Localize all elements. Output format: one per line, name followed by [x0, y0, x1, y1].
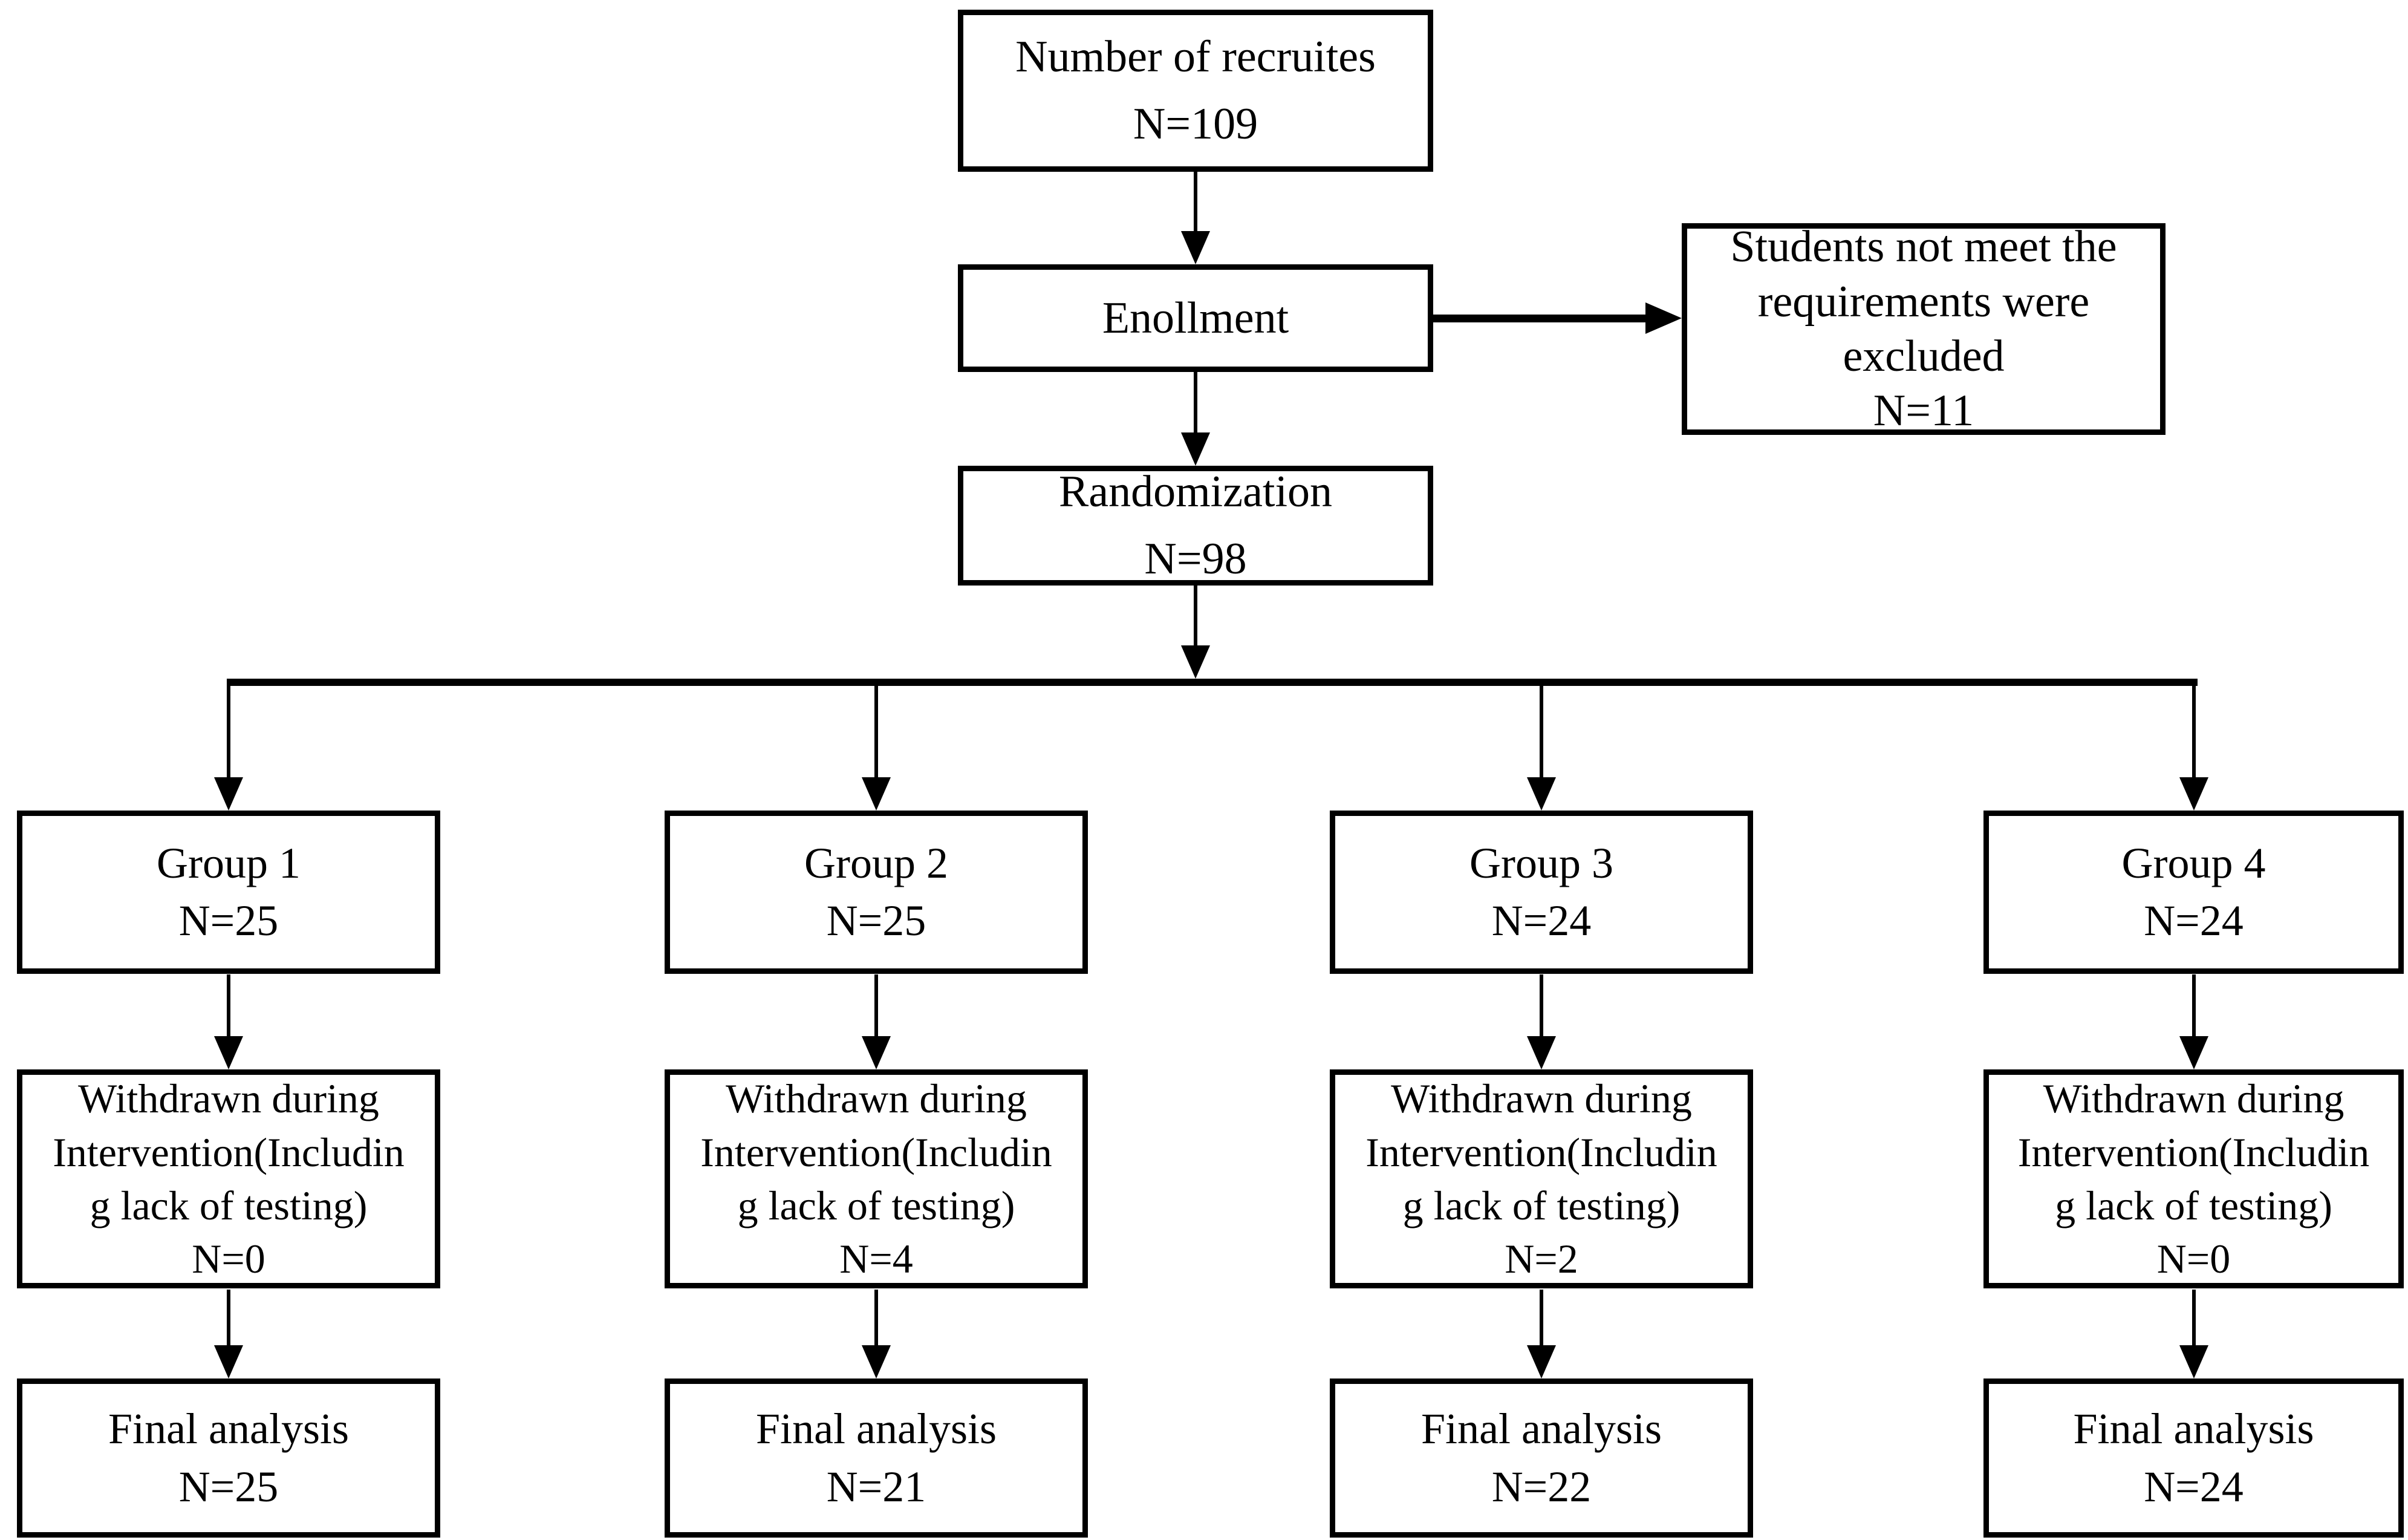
withdrawn-4-count: N=0	[2156, 1236, 2231, 1282]
drop-group-4-shaft	[2192, 686, 2196, 778]
group-1-count: N=25	[178, 896, 279, 945]
randomization-box: Randomization N=98	[958, 466, 1433, 586]
arrow-withdrawn-2-to-final-shaft	[874, 1290, 878, 1347]
arrow-withdrawn-1-to-final-shaft	[227, 1290, 230, 1347]
withdrawn-4-box: Withdrawn during Intervention(Including …	[1983, 1069, 2404, 1288]
arrow-withdrawn-4-to-final-head	[2179, 1345, 2208, 1378]
withdrawn-1-count: N=0	[192, 1236, 265, 1282]
final-1-label: Final analysis	[108, 1405, 349, 1454]
arrow-group-2-to-withdrawn-head	[862, 1036, 891, 1069]
excluded-count: N=11	[1873, 386, 1974, 436]
arrow-group-4-to-withdrawn-head	[2179, 1036, 2208, 1069]
branch-line	[227, 679, 2198, 686]
group-2-box: Group 2 N=25	[665, 811, 1088, 974]
arrow-group-3-to-withdrawn-head	[1527, 1036, 1556, 1069]
arrow-withdrawn-1-to-final-head	[214, 1345, 243, 1378]
final-4-box: Final analysis N=24	[1983, 1378, 2404, 1538]
enrollment-label: Enollment	[1102, 293, 1289, 343]
withdrawn-3-count: N=2	[1505, 1236, 1578, 1282]
arrow-group-2-to-withdrawn-shaft	[874, 974, 878, 1038]
arrow-group-3-to-withdrawn-shaft	[1540, 974, 1543, 1038]
withdrawn-1-label: Withdrawn during Intervention(Including …	[53, 1075, 405, 1228]
arrow-group-1-to-withdrawn-shaft	[227, 974, 230, 1038]
final-2-count: N=21	[826, 1462, 926, 1511]
drop-group-2-shaft	[874, 686, 878, 778]
recruits-box: Number of recruites N=109	[958, 10, 1433, 172]
arrow-group-4-to-withdrawn-shaft	[2192, 974, 2196, 1038]
recruits-count: N=109	[1133, 99, 1258, 149]
final-3-count: N=22	[1491, 1462, 1592, 1511]
final-2-label: Final analysis	[756, 1405, 997, 1454]
group-4-label: Group 4	[2121, 838, 2266, 887]
withdrawn-3-label: Withdrawn during Intervention(Including …	[1365, 1075, 1717, 1228]
final-3-label: Final analysis	[1421, 1405, 1662, 1454]
arrow-enrollment-to-randomization-head	[1181, 432, 1210, 466]
arrow-randomization-to-branch-shaft	[1194, 586, 1197, 647]
arrow-withdrawn-4-to-final-shaft	[2192, 1290, 2196, 1347]
withdrawn-2-label: Withdrawn during Intervention(Including …	[700, 1075, 1052, 1228]
group-3-label: Group 3	[1469, 838, 1613, 887]
final-3-box: Final analysis N=22	[1330, 1378, 1753, 1538]
arrow-group-1-to-withdrawn-head	[214, 1036, 243, 1069]
arrow-withdrawn-3-to-final-shaft	[1540, 1290, 1543, 1347]
final-4-count: N=24	[2144, 1462, 2244, 1511]
group-2-label: Group 2	[804, 838, 948, 887]
group-4-box: Group 4 N=24	[1983, 811, 2404, 974]
group-2-count: N=25	[826, 896, 926, 945]
withdrawn-2-count: N=4	[839, 1236, 913, 1282]
withdrawn-4-label: Withdrawn during Intervention(Including …	[2017, 1075, 2370, 1228]
withdrawn-2-box: Withdrawn during Intervention(Including …	[665, 1069, 1088, 1288]
group-3-box: Group 3 N=24	[1330, 811, 1753, 974]
arrow-withdrawn-3-to-final-head	[1527, 1345, 1556, 1378]
group-3-count: N=24	[1491, 896, 1592, 945]
arrow-recruits-to-enrollment-shaft	[1194, 172, 1197, 232]
final-4-label: Final analysis	[2073, 1405, 2314, 1454]
group-1-box: Group 1 N=25	[17, 811, 440, 974]
arrow-enrollment-to-excluded-shaft	[1433, 315, 1646, 322]
final-1-count: N=25	[178, 1462, 279, 1511]
excluded-label: Students not meet the requirements were …	[1730, 222, 2117, 381]
drop-group-1-shaft	[227, 686, 230, 778]
drop-group-3-head	[1527, 777, 1556, 811]
drop-group-2-head	[862, 777, 891, 811]
drop-group-1-head	[214, 777, 243, 811]
final-1-box: Final analysis N=25	[17, 1378, 440, 1538]
arrow-enrollment-to-randomization-shaft	[1194, 372, 1197, 434]
recruits-label: Number of recruites	[1015, 32, 1376, 82]
arrow-withdrawn-2-to-final-head	[862, 1345, 891, 1378]
withdrawn-1-box: Withdrawn during Intervention(Including …	[17, 1069, 440, 1288]
arrow-recruits-to-enrollment-head	[1181, 231, 1210, 264]
group-1-label: Group 1	[157, 838, 301, 887]
drop-group-3-shaft	[1540, 686, 1543, 778]
randomization-label: Randomization	[1058, 467, 1333, 517]
arrow-randomization-to-branch-head	[1181, 645, 1210, 679]
excluded-box: Students not meet the requirements were …	[1682, 222, 2166, 436]
final-2-box: Final analysis N=21	[665, 1378, 1088, 1538]
group-4-count: N=24	[2144, 896, 2244, 945]
arrow-enrollment-to-excluded-head	[1645, 302, 1682, 334]
enrollment-box: Enollment	[958, 264, 1433, 372]
drop-group-4-head	[2179, 777, 2208, 811]
randomization-count: N=98	[1144, 534, 1247, 584]
withdrawn-3-box: Withdrawn during Intervention(Including …	[1330, 1069, 1753, 1288]
